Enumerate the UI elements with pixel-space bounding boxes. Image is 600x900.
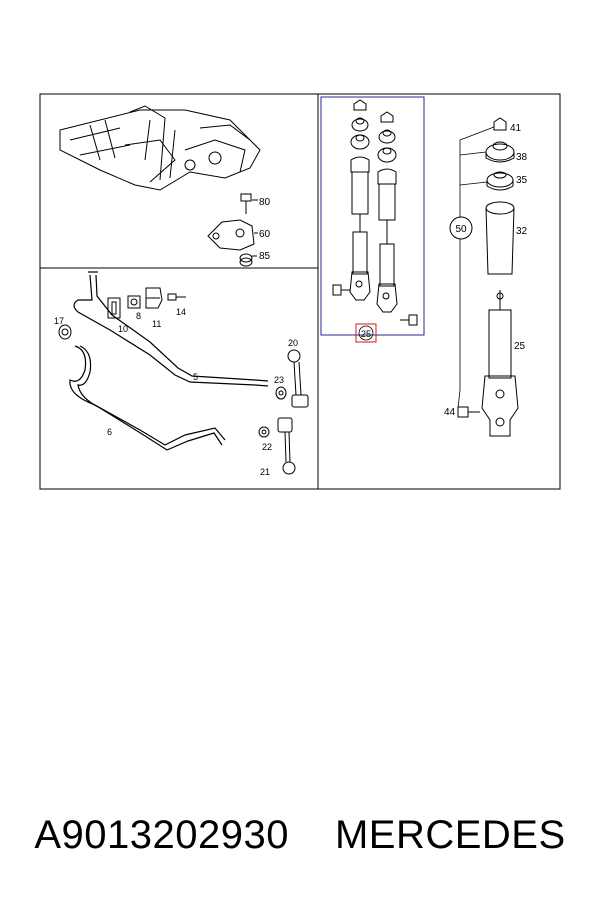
callout-20: 20 <box>288 338 298 348</box>
shock-absorber-exploded-drawing <box>481 117 519 437</box>
bushing-10-drawing <box>107 297 121 319</box>
clamp-11-drawing <box>145 287 163 309</box>
callout-14: 14 <box>176 307 186 317</box>
callout-32: 32 <box>516 226 528 237</box>
shock-kit-box <box>320 96 425 336</box>
callout-17: 17 <box>54 316 64 326</box>
callout-85: 85 <box>259 251 271 262</box>
callout-23: 23 <box>274 375 284 385</box>
crossmember-drawing <box>59 105 261 191</box>
nut-85-drawing <box>239 253 257 267</box>
shock-kit-right-drawing <box>376 111 398 313</box>
nut-23-drawing <box>275 386 287 400</box>
callout-8: 8 <box>136 311 141 321</box>
coupling-link-21-drawing <box>277 417 296 475</box>
callout-22: 22 <box>262 442 272 452</box>
callout-50: 50 <box>455 224 467 235</box>
callout-25: 25 <box>514 341 526 352</box>
nut-22-drawing <box>258 426 270 438</box>
kit-50-bracket <box>457 126 495 409</box>
stabilizer-bar-6-drawing <box>69 345 226 451</box>
stabilizer-bar-drawing <box>73 271 269 387</box>
kit-callout-circle <box>358 325 374 341</box>
parts-diagram: 80 60 85 <box>39 93 561 490</box>
callout-5: 5 <box>193 372 198 382</box>
callout-21: 21 <box>260 467 270 477</box>
clamp-8-drawing <box>127 295 141 309</box>
callout-60: 60 <box>259 229 271 240</box>
callout-6: 6 <box>107 427 112 437</box>
callout-11: 11 <box>152 319 161 329</box>
kit-bolts-drawing <box>332 284 418 326</box>
part-number: A9013202930 <box>34 812 289 857</box>
brand-name: MERCEDES <box>334 812 566 857</box>
callout-80: 80 <box>259 197 271 208</box>
diagram-frame <box>39 93 561 490</box>
shock-kit-left-drawing <box>349 99 371 301</box>
callout-44: 44 <box>444 407 456 418</box>
callout-38: 38 <box>516 152 528 163</box>
part-caption: A9013202930 MERCEDES <box>0 800 600 870</box>
callout-41: 41 <box>510 123 522 134</box>
bushing-17-drawing <box>58 324 72 340</box>
kit-50-circle <box>449 216 473 240</box>
bolt-80-drawing <box>240 193 258 214</box>
callout-10: 10 <box>118 324 128 334</box>
bolt-44-drawing <box>457 406 480 418</box>
coupling-link-20-drawing <box>287 349 309 408</box>
bolt-14-drawing <box>167 293 186 301</box>
kit-callout-highlight <box>355 323 377 343</box>
callout-35: 35 <box>516 175 528 186</box>
bracket-60-drawing <box>207 219 258 251</box>
callout-25-kit: 25 <box>361 329 371 339</box>
